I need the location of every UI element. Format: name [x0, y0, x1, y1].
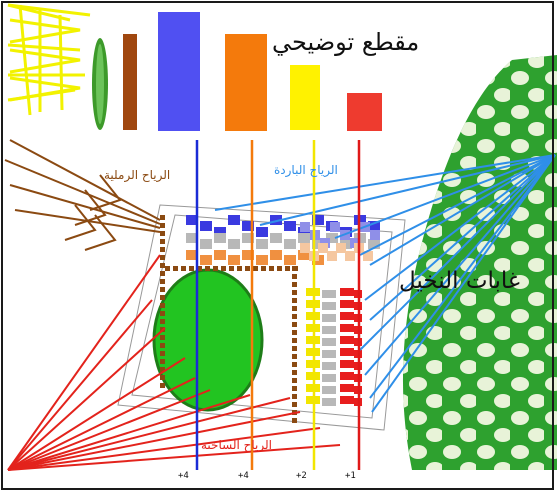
building-block — [322, 338, 336, 346]
building-block — [214, 227, 226, 237]
building-block — [228, 215, 240, 225]
building-block — [340, 372, 354, 380]
building-block — [370, 230, 380, 240]
building-block — [340, 312, 354, 320]
sand-fence — [160, 215, 298, 423]
building-block — [340, 384, 354, 392]
building-block — [340, 300, 354, 308]
sun-ray-icon — [7, 3, 91, 116]
cold-winds-label: الرياح الباردة — [274, 163, 338, 177]
building-block — [228, 255, 240, 265]
building-block — [340, 360, 354, 368]
building-block — [327, 251, 337, 261]
sand-wind-arrows — [4, 139, 161, 251]
section-tick-1: +4 — [178, 471, 189, 481]
building-block — [368, 221, 380, 231]
building-block — [242, 250, 254, 260]
building-block — [336, 243, 346, 253]
legend-title: مقطع توضيحي — [272, 28, 420, 56]
building-block — [322, 302, 336, 310]
building-block — [300, 222, 310, 232]
building-block — [214, 250, 226, 260]
building-block — [284, 255, 296, 265]
building-block — [340, 288, 354, 296]
sand-winds-label: الرياح الرملية — [104, 168, 171, 182]
building-block — [284, 221, 296, 231]
building-block — [322, 374, 336, 382]
building-block — [312, 215, 324, 225]
building-block — [228, 239, 240, 249]
section-tick-3: +2 — [296, 471, 307, 481]
building-block — [256, 227, 268, 237]
hot-winds-label: الرياح الساخنة — [201, 438, 272, 452]
section-tick-4: +1 — [345, 471, 356, 481]
building-block — [322, 290, 336, 298]
oasis-garden — [152, 268, 264, 412]
building-block — [340, 348, 354, 356]
building-block — [340, 396, 354, 404]
palm-tree-icon — [92, 38, 108, 130]
legend-bar-orange — [225, 34, 267, 131]
building-block — [340, 324, 354, 332]
building-block — [270, 215, 282, 225]
legend-bar-red — [347, 93, 382, 131]
building-block — [326, 233, 338, 243]
building-block — [256, 239, 268, 249]
building-block — [345, 251, 355, 261]
building-block — [214, 233, 226, 243]
legend-bar-blue — [158, 12, 200, 131]
building-block — [318, 243, 328, 253]
building-block — [298, 250, 310, 260]
building-block — [256, 255, 268, 265]
building-block — [200, 239, 212, 249]
building-block — [186, 215, 198, 225]
building-block — [242, 221, 254, 231]
building-block — [270, 250, 282, 260]
building-block — [322, 314, 336, 322]
building-block — [186, 250, 198, 260]
hot-wind-lines — [7, 254, 341, 471]
building-block — [270, 233, 282, 243]
building-block — [284, 239, 296, 249]
building-block — [322, 362, 336, 370]
building-block — [322, 326, 336, 334]
legend-bar-yellow — [290, 65, 320, 130]
building-block — [363, 251, 373, 261]
building-block — [298, 233, 310, 243]
building-block — [322, 386, 336, 394]
building-block — [186, 233, 198, 243]
building-block — [368, 239, 380, 249]
cold-wind-lines — [214, 154, 556, 413]
building-block — [330, 222, 340, 232]
building-block — [322, 350, 336, 358]
building-block — [340, 336, 354, 344]
building-block — [200, 221, 212, 231]
building-block — [200, 255, 212, 265]
legend-bar-brown — [123, 34, 137, 130]
palm-forest — [402, 55, 557, 470]
section-tick-2: +4 — [238, 471, 249, 481]
section-lines — [195, 140, 361, 470]
building-block — [300, 243, 310, 253]
building-block — [322, 398, 336, 406]
legend-bars — [123, 12, 382, 131]
palm-forest-label: غابات النخيل — [399, 268, 520, 294]
building-block — [242, 233, 254, 243]
